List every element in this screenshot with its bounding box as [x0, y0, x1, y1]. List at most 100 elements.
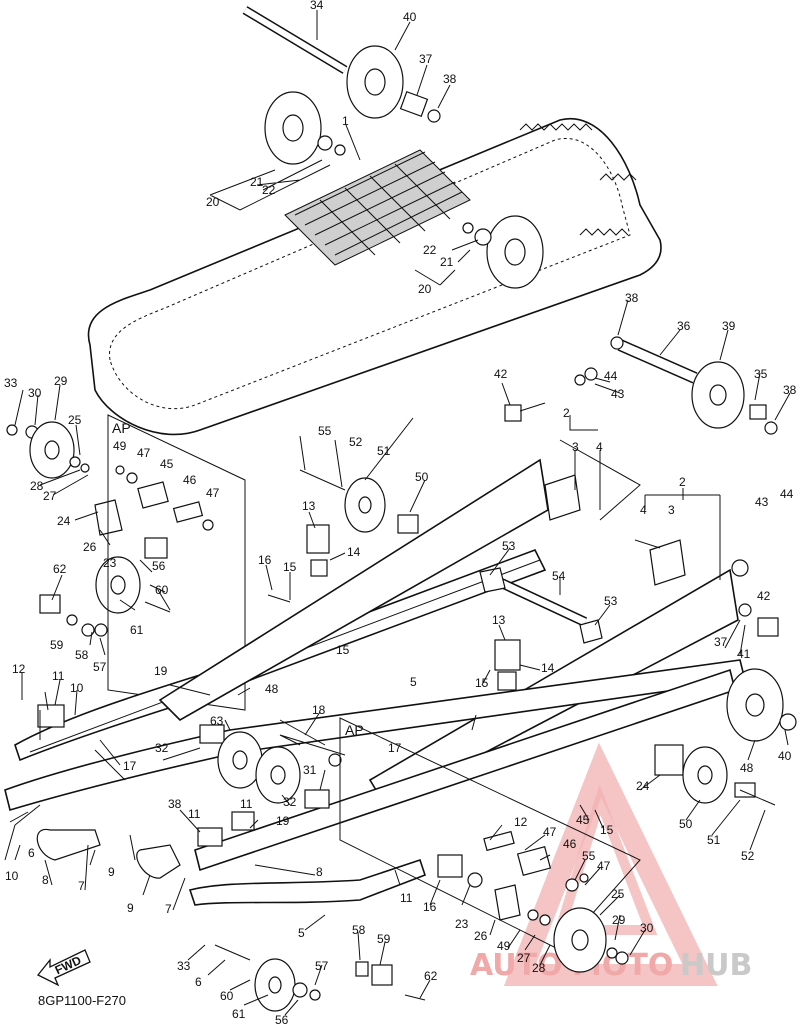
callout-47: 47	[137, 446, 151, 460]
watermark-text-1: AUTO	[470, 948, 563, 983]
callout-62b: 59	[377, 932, 391, 946]
upper-shaft-assembly	[504, 336, 778, 435]
left-wheel-group	[6, 421, 171, 637]
callout-59: 59	[50, 638, 64, 652]
callout-47c: 12	[514, 815, 528, 829]
callout-40b: 48	[740, 761, 754, 775]
callout-59b: 58	[352, 923, 366, 937]
callout-62: 62	[53, 562, 67, 576]
callout-63b: 62	[424, 969, 438, 983]
fwd-arrow: FWD	[36, 949, 91, 987]
ap-box-lower: AP	[339, 717, 641, 951]
callout-55b: 52	[741, 849, 755, 863]
callout-60b: 6	[195, 975, 202, 989]
callout-3: 3	[572, 440, 579, 454]
callout-60: 60	[155, 583, 169, 597]
diagram-code: 8GP1100-F270	[38, 993, 126, 1008]
callout-17: 32	[155, 741, 169, 755]
callout-29b: 25	[611, 887, 625, 901]
callout-45: 45	[160, 457, 174, 471]
bottom-row-parts	[214, 944, 426, 1012]
callout-49b: 47	[597, 859, 611, 873]
callout-6b: 33	[177, 959, 191, 973]
callout-11c: 8	[316, 865, 323, 879]
callout-7b: 9	[127, 901, 134, 915]
callout-2b: 2	[679, 475, 686, 489]
callout-37: 37	[419, 52, 433, 66]
callout-50b: 24	[636, 779, 650, 793]
callout-19: 19	[154, 664, 168, 678]
callout-23b: 16	[423, 900, 437, 914]
callout-51: 51	[377, 444, 391, 458]
callout-21b: 21	[440, 255, 454, 269]
callout-20b: 20	[418, 282, 432, 296]
callout-15d: 45	[576, 813, 590, 827]
callout-47b: 47	[206, 486, 220, 500]
callout-26: 26	[83, 540, 97, 554]
callout-51b: 50	[679, 817, 693, 831]
callout-22b: 22	[423, 243, 437, 257]
callout-61b: 60	[220, 989, 234, 1003]
callout-16: 16	[258, 553, 272, 567]
callout-33: 33	[4, 376, 18, 390]
callout-30: 30	[28, 386, 42, 400]
callout-labels: 34 40 37 38 1 21 22 20 22 21 20 38 36 39…	[4, 0, 797, 1026]
callout-41: 40	[778, 749, 792, 763]
callout-4: 4	[596, 440, 603, 454]
callout-56: 56	[152, 559, 166, 573]
callout-28b: 27	[517, 951, 531, 965]
ap-label-1: AP	[112, 420, 131, 436]
track-belt	[87, 117, 662, 436]
callout-50: 50	[415, 470, 429, 484]
callout-23: 23	[103, 556, 117, 570]
callout-57b: 56	[275, 1013, 289, 1026]
callout-14b: 14	[541, 661, 555, 675]
track-tread	[284, 149, 471, 266]
callout-42: 42	[494, 367, 508, 381]
callout-16b: 15	[600, 823, 614, 837]
callout-47d: 55	[582, 849, 596, 863]
callout-49: 49	[113, 439, 127, 453]
lower-left-assembly	[9, 704, 342, 879]
callout-15b: 15	[475, 676, 489, 690]
callout-58b: 57	[315, 959, 329, 973]
callout-46: 46	[183, 473, 197, 487]
callout-39: 39	[722, 319, 736, 333]
callout-21: 21	[250, 175, 264, 189]
lower-right-wheels	[527, 744, 776, 973]
callout-45b: 46	[563, 837, 577, 851]
callout-33b: 30	[640, 921, 654, 935]
callout-54: 54	[552, 569, 566, 583]
callout-2: 2	[563, 406, 570, 420]
callout-12: 12	[12, 662, 26, 676]
callout-29: 29	[54, 374, 68, 388]
callout-43b: 43	[755, 495, 769, 509]
callout-8b: 7	[165, 902, 172, 916]
callout-58: 58	[75, 648, 89, 662]
callout-11b: 38	[168, 797, 182, 811]
callout-48b: 17	[388, 741, 402, 755]
callout-26b: 23	[455, 917, 469, 931]
callout-17b: 19	[276, 814, 290, 828]
callout-43: 43	[611, 387, 625, 401]
callout-9b: 9	[108, 865, 115, 879]
callout-25b: 28	[532, 961, 546, 975]
callout-5b: 11	[400, 891, 413, 905]
watermark-text-3: HUB	[680, 948, 752, 983]
callout-42b: 42	[757, 589, 771, 603]
leader-lines	[4, 10, 791, 1016]
callout-8: 6	[28, 846, 35, 860]
callout-46b: 47	[543, 825, 557, 839]
callout-40: 40	[403, 10, 417, 24]
callout-25: 25	[68, 413, 82, 427]
callout-9: 7	[78, 879, 85, 893]
callout-4b: 4	[640, 503, 647, 517]
callout-14: 14	[347, 545, 361, 559]
callout-38b: 38	[625, 291, 639, 305]
callout-20: 20	[206, 195, 220, 209]
callout-38d: 37	[714, 635, 728, 649]
callout-48: 48	[265, 682, 279, 696]
ap-label-2: AP	[345, 722, 364, 738]
callout-10: 11	[52, 669, 65, 683]
callout-61: 61	[130, 623, 144, 637]
